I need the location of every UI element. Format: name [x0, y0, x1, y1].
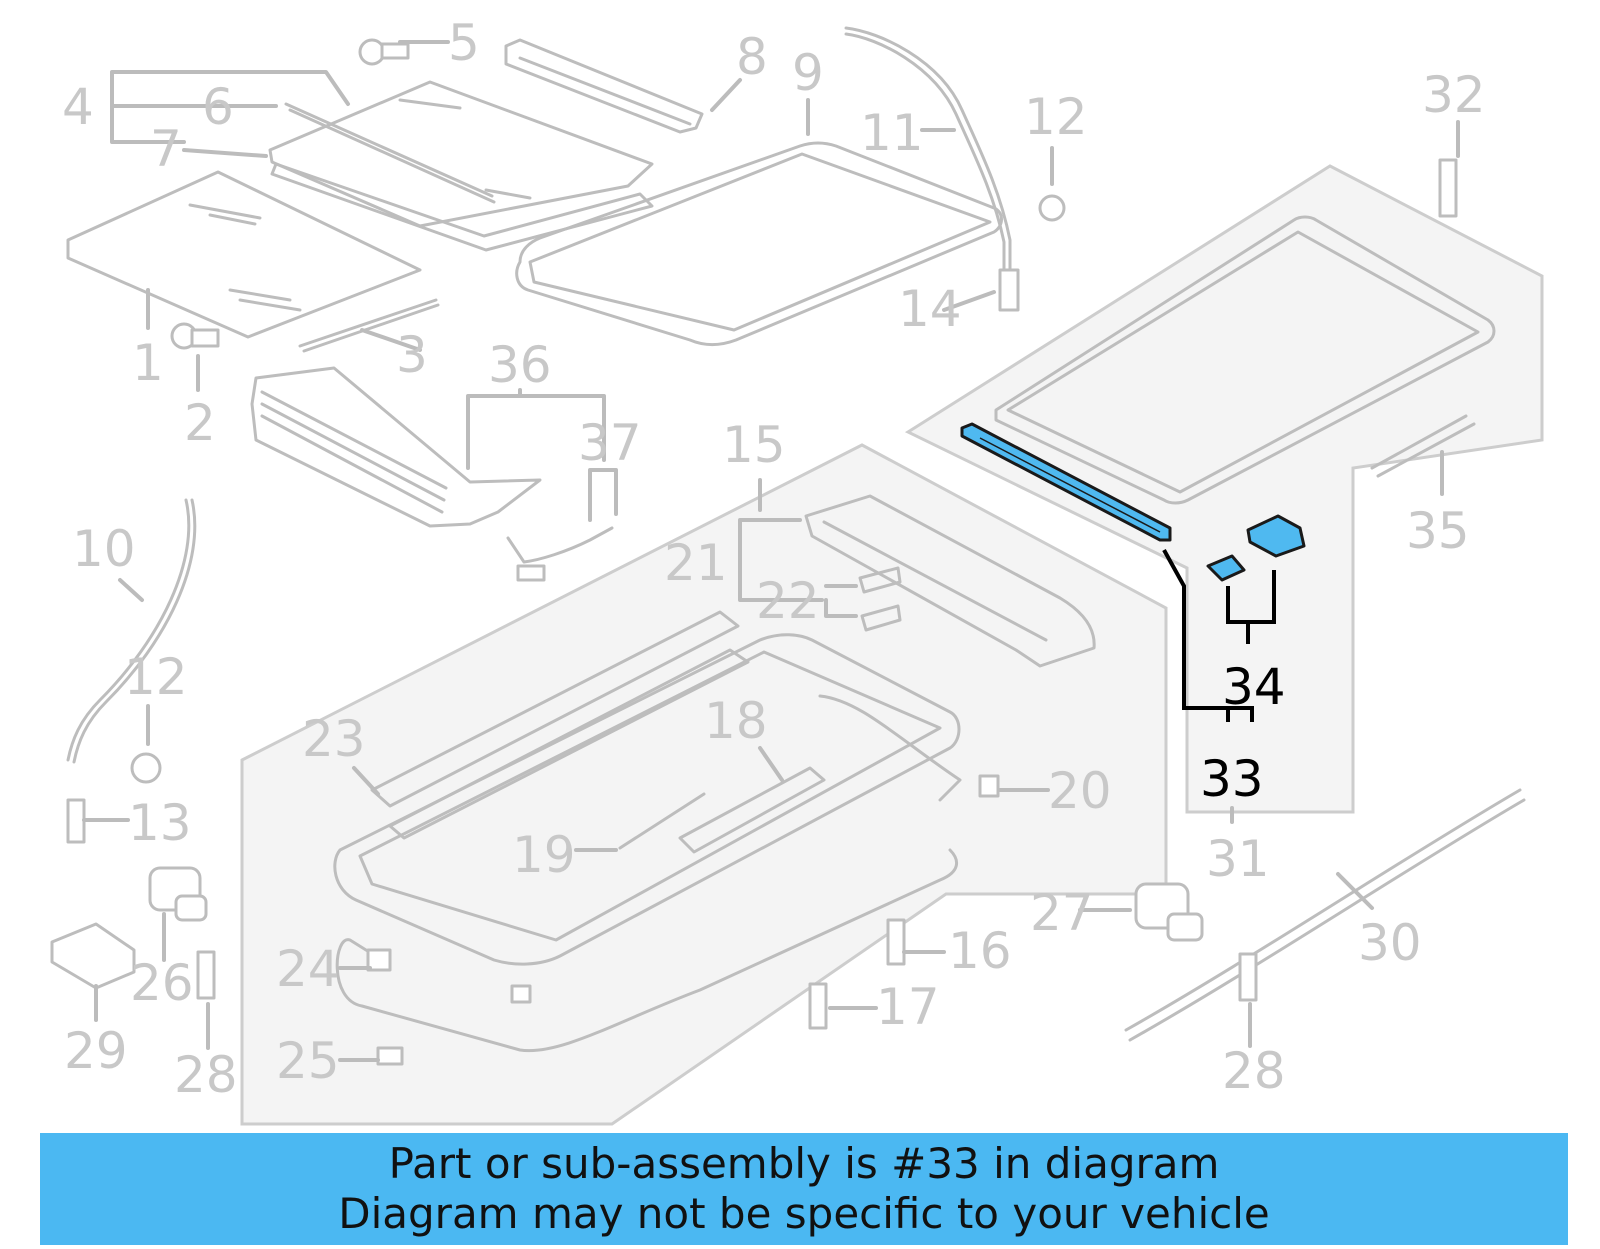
banner-line-2: Diagram may not be specific to your vehi… [338, 1189, 1270, 1238]
region-31-sunroof-panel [904, 164, 1544, 814]
rail-part-23 [370, 610, 740, 808]
callout-7: 7 [150, 120, 182, 178]
region-15-sunroof-frame [240, 443, 1168, 1126]
bolt-part-16 [886, 918, 906, 966]
callout-16: 16 [948, 922, 1012, 980]
callout-23: 23 [302, 710, 366, 768]
callout-19: 19 [512, 826, 576, 884]
callout-11: 11 [860, 104, 924, 162]
callout-35: 35 [1406, 502, 1470, 560]
callout-labels: 1 2 3 4 5 6 7 8 9 10 11 12 12 13 14 15 1… [62, 14, 1486, 1104]
callout-27: 27 [1030, 884, 1094, 942]
link-arm-part-37 [506, 526, 614, 564]
callout-32: 32 [1422, 66, 1486, 124]
glass-panel-part-1 [66, 170, 422, 339]
bolt-part-5 [358, 38, 410, 66]
callout-22: 22 [756, 572, 820, 630]
sunroof-frame-assembly [333, 633, 961, 966]
callout-34: 34 [1222, 658, 1286, 716]
callout-28-right: 28 [1222, 1042, 1286, 1100]
weatherstrip-part-9 [515, 141, 1003, 346]
banner-line-1: Part or sub-assembly is #33 in diagram [388, 1139, 1220, 1188]
callout-36: 36 [488, 336, 552, 394]
callout-21: 21 [664, 534, 728, 592]
glass-panel-part-4 [268, 80, 654, 228]
highlighted-part-34 [1206, 514, 1306, 582]
callout-15: 15 [722, 416, 786, 474]
info-banner: Part or sub-assembly is #33 in diagram D… [40, 1133, 1568, 1245]
callout-18: 18 [704, 692, 768, 750]
trim-part-30 [1124, 788, 1522, 1032]
callout-20: 20 [1048, 762, 1112, 820]
callout-2: 2 [184, 394, 216, 452]
callout-30: 30 [1358, 914, 1422, 972]
bolt-part-32 [1438, 158, 1458, 218]
highlighted-part-33 [960, 422, 1172, 542]
harness-part-24-25 [335, 848, 959, 1053]
callout-4: 4 [62, 78, 94, 136]
callout-12-top: 12 [1024, 88, 1088, 146]
callout-12-left: 12 [124, 648, 188, 706]
callout-10: 10 [72, 520, 136, 578]
callout-24: 24 [276, 940, 340, 998]
callout-33: 33 [1200, 750, 1264, 808]
callout-9: 9 [792, 44, 824, 102]
callout-29: 29 [64, 1022, 128, 1080]
callout-13: 13 [128, 794, 192, 852]
clip-part-22 [858, 566, 902, 594]
sunroof-panel-part-31 [994, 215, 1496, 505]
leader-lines-highlighted [1162, 549, 1276, 722]
frame-part-21 [804, 494, 1096, 668]
callout-8: 8 [736, 28, 768, 86]
callout-31: 31 [1206, 830, 1270, 888]
seal-part-7 [270, 162, 654, 252]
rod-part-35 [1376, 422, 1476, 478]
drain-hose-part-10 [66, 498, 191, 762]
bolt-part-17 [808, 982, 828, 1030]
callout-5: 5 [448, 14, 480, 72]
callout-37: 37 [578, 414, 642, 472]
callout-17: 17 [876, 978, 940, 1036]
deflector-frame-part-36 [250, 366, 542, 528]
bolt-part-2 [170, 322, 220, 350]
callout-6: 6 [202, 78, 234, 136]
leader-lines [82, 40, 1460, 1062]
callout-28-left: 28 [174, 1046, 238, 1104]
callout-1: 1 [132, 334, 164, 392]
callout-14: 14 [898, 280, 962, 338]
bolt-part-28-right [1238, 952, 1258, 1002]
bolt-part-28-left [196, 950, 216, 1000]
callout-26: 26 [130, 954, 194, 1012]
callout-25: 25 [276, 1032, 340, 1090]
callout-3: 3 [396, 326, 428, 384]
drain-hose-part-11 [844, 26, 1012, 272]
guide-part-18 [678, 766, 826, 854]
control-module-part-29 [50, 922, 136, 990]
